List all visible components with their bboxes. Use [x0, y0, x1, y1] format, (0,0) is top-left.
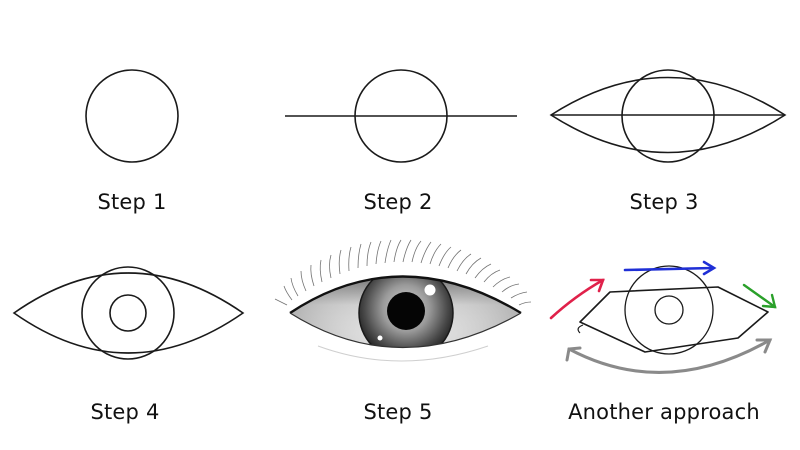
green-arrow: [742, 283, 777, 309]
pupil: [387, 292, 425, 330]
eye-outline-angular: [579, 286, 769, 353]
tear-duct: [577, 324, 584, 334]
highlight-large: [424, 284, 436, 296]
step-5-label: Step 5: [363, 400, 433, 424]
another-approach-label: Another approach: [568, 400, 760, 424]
guide-circle: [85, 69, 179, 163]
step-2-figure: [285, 69, 517, 163]
iris-circle: [624, 265, 714, 355]
step-5-figure: [274, 239, 532, 362]
pupil-circle: [109, 294, 147, 332]
lower-lid-line: [289, 312, 522, 348]
step-4-label: Step 4: [90, 400, 160, 424]
step-1-figure: [85, 69, 179, 163]
step-3-figure: [549, 69, 787, 163]
gray-curved-arrow: [565, 338, 773, 374]
upper-lid-line: [289, 275, 522, 315]
pupil-circle: [654, 295, 684, 325]
iris-circle: [621, 69, 715, 163]
blue-arrow: [623, 260, 717, 276]
step-2-label: Step 2: [363, 190, 433, 214]
step-1-label: Step 1: [97, 190, 167, 214]
eye-outline: [12, 272, 245, 354]
another-approach-figure: [549, 260, 777, 374]
step-3-label: Step 3: [629, 190, 699, 214]
step-4-figure: [12, 266, 245, 360]
lower-crease: [317, 345, 489, 362]
highlight-small: [377, 335, 383, 341]
iris-circle: [81, 266, 175, 360]
eyelashes: [274, 239, 532, 306]
red-arrow: [549, 278, 605, 320]
